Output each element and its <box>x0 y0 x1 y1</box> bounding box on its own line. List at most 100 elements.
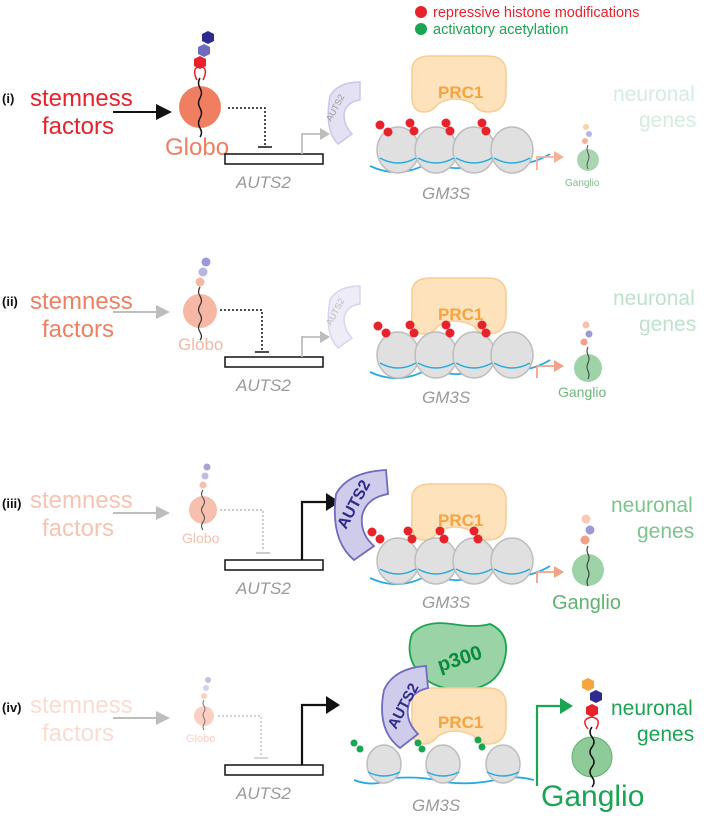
glycan-hexagon <box>586 704 598 717</box>
inhibition-line <box>220 509 264 551</box>
nucleosome <box>425 744 461 784</box>
output-arrow <box>536 156 556 170</box>
repressive-mark <box>407 534 417 544</box>
glycan-dot <box>198 267 208 277</box>
activatory-legend-dot <box>415 23 427 35</box>
glycan-dot <box>199 481 207 489</box>
dna-wrap <box>379 157 531 164</box>
glycan-hexagon <box>582 678 594 691</box>
panel-label: (i) <box>2 91 14 106</box>
nucleosome <box>414 537 458 585</box>
genes-label: genes <box>639 109 696 132</box>
activatory-legend-label: activatory acetylation <box>433 22 568 38</box>
gm3s-label: GM3S <box>412 796 461 814</box>
globo-transmembrane <box>200 489 206 531</box>
ganglio-cell <box>574 354 602 382</box>
stemness-arrowhead <box>156 305 170 319</box>
nucleosome <box>452 537 496 585</box>
ganglio-stem <box>586 144 590 170</box>
ganglio-stem <box>586 545 590 587</box>
panel-label: (iii) <box>2 496 22 511</box>
globo-label: Globo <box>178 335 223 354</box>
factors-label: factors <box>42 515 114 542</box>
glycan-dot <box>582 321 590 329</box>
activatory-mark <box>418 745 426 753</box>
panel-i: (i) stemness factors Globo AUTS2 AUTS2 P… <box>2 31 696 203</box>
repressive-legend-label: repressive histone modifications <box>433 5 639 21</box>
glycan-dot <box>586 131 592 137</box>
output-arrowhead <box>554 566 564 578</box>
legend: repressive histone modifications activat… <box>415 5 639 38</box>
globo-transmembrane <box>197 77 203 138</box>
glycan-dot <box>195 277 205 287</box>
globo-label: Globo <box>165 134 229 161</box>
glycan-dot <box>201 693 207 699</box>
repressive-marks <box>373 320 491 338</box>
panel-iii: (iii) stemness factors Globo AUTS2 AUTS2… <box>2 463 694 614</box>
panel-label: (ii) <box>2 294 18 309</box>
repressive-mark <box>435 526 445 536</box>
ganglio-label: Ganglio <box>558 384 606 400</box>
dna-wrap <box>367 771 520 777</box>
auts2-gene-box <box>224 764 324 776</box>
repressive-legend-dot <box>415 6 427 18</box>
repressive-mark <box>481 126 491 136</box>
globo-transmembrane <box>197 286 203 341</box>
repressive-mark <box>375 120 385 130</box>
glycan-dot <box>583 124 589 130</box>
ganglio-label: Ganglio <box>552 592 621 614</box>
promoter-arrowhead <box>326 696 340 714</box>
nucleosome <box>490 126 534 174</box>
auts2-protein <box>327 285 361 349</box>
activatory-mark <box>350 739 358 747</box>
activatory-marks <box>350 736 486 753</box>
repressive-mark <box>367 527 377 537</box>
repressive-mark <box>477 118 487 128</box>
genes-label: genes <box>639 313 696 336</box>
stemness-label: stemness <box>30 692 133 719</box>
auts2-gene-box <box>224 559 324 571</box>
repressive-mark <box>403 526 413 536</box>
dna-wrap <box>379 362 531 369</box>
repressive-mark <box>445 126 455 136</box>
repressive-mark <box>439 534 449 544</box>
repressive-mark <box>375 534 385 544</box>
nucleosome <box>414 331 458 379</box>
repressive-mark <box>405 320 415 330</box>
inhibition-line <box>220 309 263 350</box>
glycan-hexagon <box>202 31 214 44</box>
repressive-mark <box>477 320 487 330</box>
repressive-mark <box>481 328 491 338</box>
auts2-protein <box>381 665 429 750</box>
auts2-protein <box>333 469 389 562</box>
activatory-mark <box>414 739 422 747</box>
stemness-arrowhead <box>156 711 170 725</box>
promoter-arrowhead <box>320 331 330 343</box>
promoter-arrowhead <box>320 128 330 140</box>
glycan-dot <box>580 338 588 346</box>
globo-label: Globo <box>186 733 215 745</box>
ganglio-transmembrane <box>589 726 595 788</box>
neuronal-label: neuronal <box>611 494 693 517</box>
glycan-dot <box>585 330 593 338</box>
factors-label: factors <box>42 113 114 140</box>
ganglio-stem <box>586 346 590 380</box>
promoter-arrow <box>301 336 322 357</box>
gm3s-label: GM3S <box>422 184 471 203</box>
auts2-gene-label: AUTS2 <box>235 784 291 803</box>
gm3s-label: GM3S <box>422 593 471 612</box>
auts2-gene-box <box>224 153 324 165</box>
glycan-hexagon <box>194 56 206 69</box>
prc1-complex <box>411 55 507 113</box>
repressive-mark <box>473 534 483 544</box>
output-arrowhead <box>554 360 564 372</box>
nucleosome <box>490 537 534 585</box>
factors-label: factors <box>42 720 114 747</box>
globo-cell <box>183 294 217 328</box>
globo-label: Globo <box>182 530 220 546</box>
stemness-arrowhead <box>156 506 170 520</box>
repressive-mark <box>383 127 393 137</box>
ganglio-label: Ganglio <box>541 780 644 813</box>
